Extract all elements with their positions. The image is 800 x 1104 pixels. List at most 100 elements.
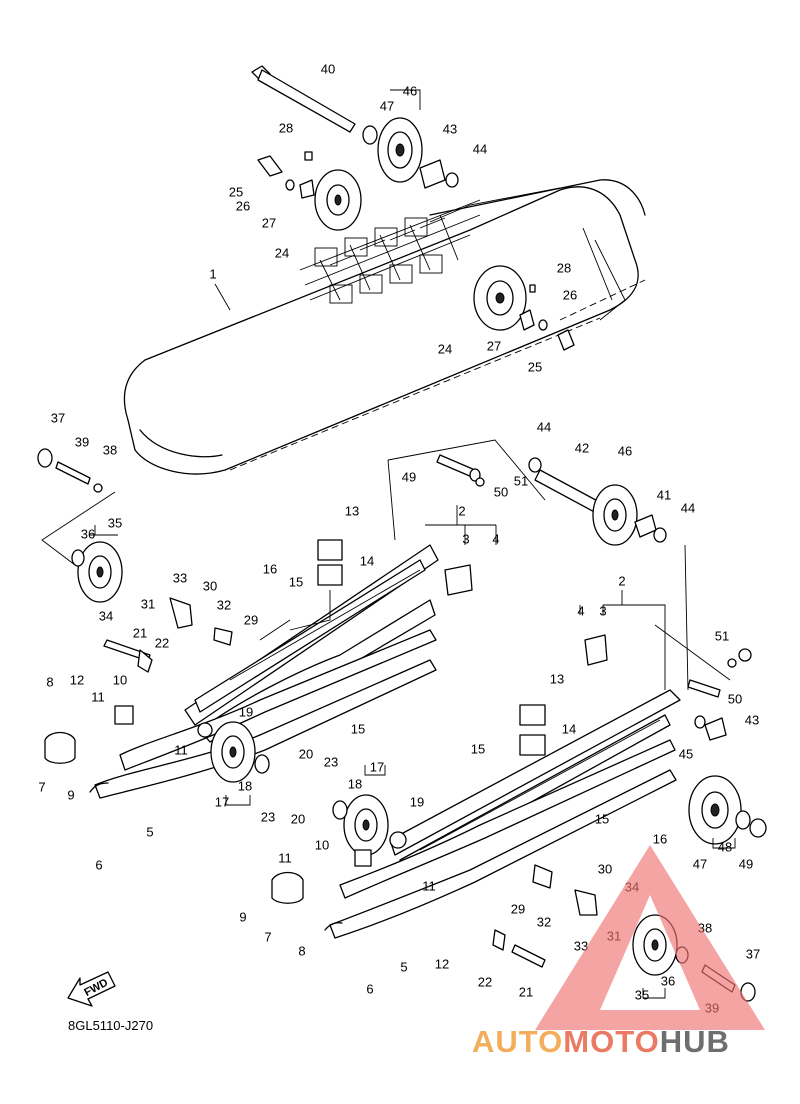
callout-26: 26 bbox=[563, 287, 577, 302]
callout-46: 46 bbox=[618, 443, 632, 458]
callout-36: 36 bbox=[661, 973, 675, 988]
callout-22: 22 bbox=[478, 974, 492, 989]
callout-51: 51 bbox=[715, 628, 729, 643]
callout-15: 15 bbox=[595, 811, 609, 826]
rear-wheel-right bbox=[688, 715, 767, 845]
callout-45: 45 bbox=[679, 746, 693, 761]
callout-35: 35 bbox=[635, 987, 649, 1002]
callout-19: 19 bbox=[239, 704, 253, 719]
callout-33: 33 bbox=[173, 570, 187, 585]
callout-20: 20 bbox=[291, 811, 305, 826]
mid-wheel-right bbox=[332, 794, 389, 856]
callout-5: 5 bbox=[146, 824, 153, 839]
callout-labels: 1223344556677889910101111111112121313141… bbox=[38, 61, 760, 1015]
callout-2: 2 bbox=[618, 573, 625, 588]
callout-33: 33 bbox=[574, 938, 588, 953]
mid-wheel-left bbox=[210, 721, 270, 783]
callout-49: 49 bbox=[739, 856, 753, 871]
callout-8: 8 bbox=[46, 674, 53, 689]
callout-16: 16 bbox=[653, 831, 667, 846]
automotohub-watermark: AUTOMOTOHUB bbox=[472, 845, 765, 1059]
watermark-moto: MOTO bbox=[563, 1024, 659, 1059]
callout-6: 6 bbox=[366, 981, 373, 996]
callout-24: 24 bbox=[438, 341, 452, 356]
callout-37: 37 bbox=[51, 410, 65, 425]
callout-44: 44 bbox=[537, 419, 551, 434]
callout-39: 39 bbox=[75, 434, 89, 449]
callout-8: 8 bbox=[298, 943, 305, 958]
callout-22: 22 bbox=[155, 635, 169, 650]
callout-19: 19 bbox=[410, 794, 424, 809]
callout-18: 18 bbox=[348, 776, 362, 791]
callout-29: 29 bbox=[244, 612, 258, 627]
watermark-triangle-icon bbox=[535, 845, 765, 1030]
callout-27: 27 bbox=[262, 215, 276, 230]
leader-lines bbox=[41, 89, 736, 999]
callout-7: 7 bbox=[38, 779, 45, 794]
watermark-auto: AUTO bbox=[472, 1024, 563, 1059]
callout-2: 2 bbox=[458, 503, 465, 518]
callout-23: 23 bbox=[324, 754, 338, 769]
callout-17: 17 bbox=[370, 759, 384, 774]
callout-18: 18 bbox=[238, 778, 252, 793]
callout-29: 29 bbox=[511, 901, 525, 916]
callout-12: 12 bbox=[70, 672, 84, 687]
track-belt bbox=[123, 179, 646, 475]
callout-12: 12 bbox=[435, 956, 449, 971]
callout-15: 15 bbox=[289, 574, 303, 589]
callout-4: 4 bbox=[492, 531, 499, 546]
callout-13: 13 bbox=[550, 671, 564, 686]
callout-32: 32 bbox=[217, 597, 231, 612]
hardware-parts bbox=[44, 454, 752, 968]
callout-47: 47 bbox=[380, 98, 394, 113]
callout-16: 16 bbox=[263, 561, 277, 576]
callout-11: 11 bbox=[278, 850, 292, 865]
callout-30: 30 bbox=[598, 861, 612, 876]
callout-5: 5 bbox=[400, 959, 407, 974]
callout-36: 36 bbox=[81, 526, 95, 541]
callout-48: 48 bbox=[718, 839, 732, 854]
svg-text:AUTOMOTOHUB: AUTOMOTOHUB bbox=[472, 1024, 730, 1059]
callout-43: 43 bbox=[443, 121, 457, 136]
callout-50: 50 bbox=[494, 484, 508, 499]
callout-28: 28 bbox=[279, 120, 293, 135]
callout-10: 10 bbox=[113, 672, 127, 687]
callout-21: 21 bbox=[133, 625, 147, 640]
rear-wheel-left bbox=[37, 448, 123, 603]
callout-9: 9 bbox=[239, 909, 246, 924]
callout-27: 27 bbox=[487, 338, 501, 353]
callout-44: 44 bbox=[681, 500, 695, 515]
track-wheel-right bbox=[473, 265, 575, 351]
callout-37: 37 bbox=[746, 946, 760, 961]
callout-26: 26 bbox=[236, 198, 250, 213]
callout-20: 20 bbox=[299, 746, 313, 761]
callout-6: 6 bbox=[95, 857, 102, 872]
callout-15: 15 bbox=[471, 741, 485, 756]
callout-31: 31 bbox=[141, 596, 155, 611]
callout-42: 42 bbox=[575, 440, 589, 455]
callout-38: 38 bbox=[103, 442, 117, 457]
rear-axle-assembly bbox=[251, 65, 459, 231]
callout-14: 14 bbox=[360, 553, 374, 568]
callout-11: 11 bbox=[174, 742, 188, 757]
callout-7: 7 bbox=[264, 929, 271, 944]
callout-24: 24 bbox=[275, 245, 289, 260]
callout-51: 51 bbox=[514, 473, 528, 488]
slide-rail-right bbox=[324, 689, 681, 939]
callout-1: 1 bbox=[209, 266, 216, 281]
callout-44: 44 bbox=[473, 141, 487, 156]
fwd-arrow-icon: FWD bbox=[67, 971, 116, 1007]
callout-11: 11 bbox=[91, 689, 105, 704]
callout-3: 3 bbox=[462, 531, 469, 546]
callout-47: 47 bbox=[693, 856, 707, 871]
callout-13: 13 bbox=[345, 503, 359, 518]
callout-4: 4 bbox=[577, 603, 584, 618]
callout-25: 25 bbox=[229, 184, 243, 199]
callout-23: 23 bbox=[261, 809, 275, 824]
diagram-code: 8GL5110-J270 bbox=[68, 1018, 153, 1033]
callout-9: 9 bbox=[67, 787, 74, 802]
callout-17: 17 bbox=[215, 794, 229, 809]
callout-46: 46 bbox=[403, 83, 417, 98]
callout-21: 21 bbox=[519, 984, 533, 999]
